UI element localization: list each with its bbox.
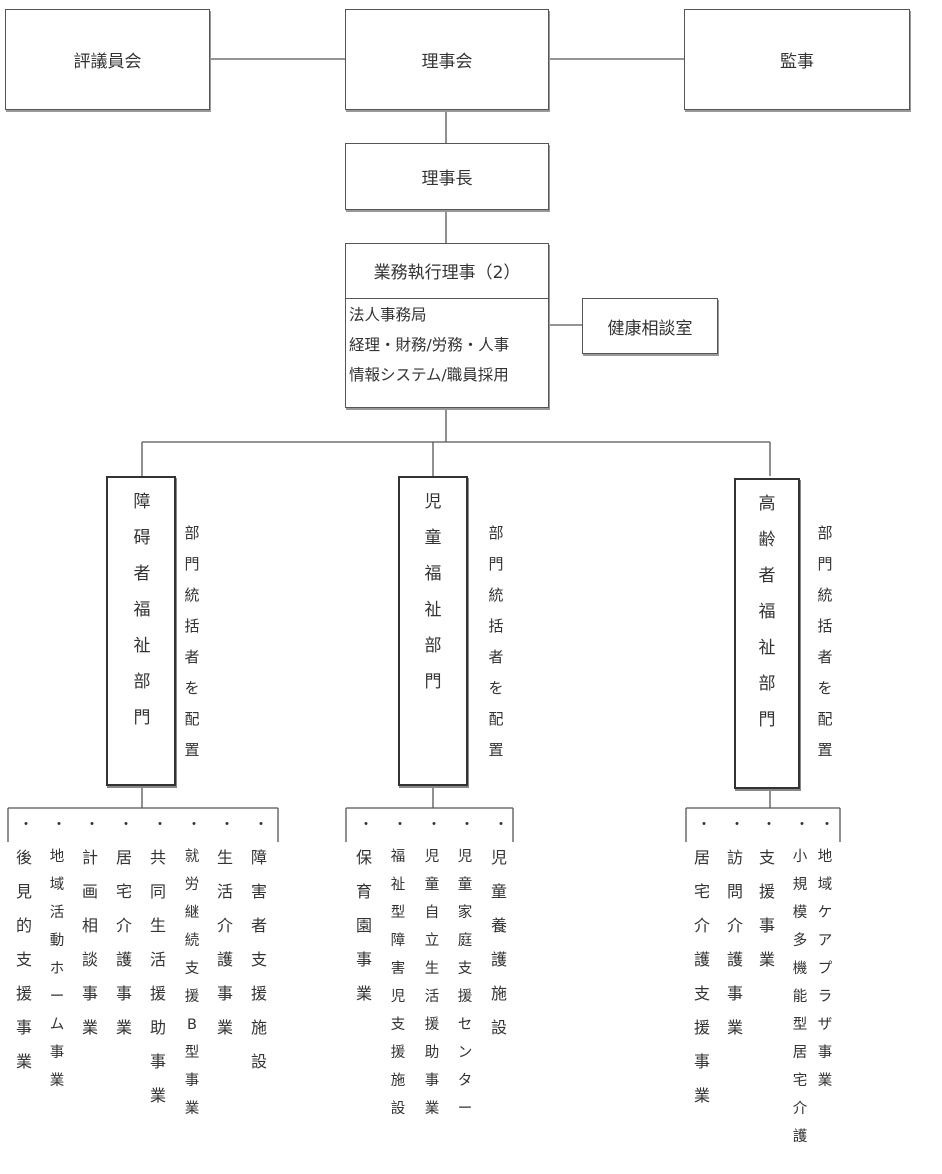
auditor-label: 監事 <box>780 52 814 72</box>
council-label: 評議員会 <box>73 52 142 72</box>
service-bullet: ・ <box>762 817 776 833</box>
service-bullet: ・ <box>460 817 474 833</box>
dept-name: 障碍者福祉部門 <box>133 492 151 728</box>
service-item: 訪問介護事業 <box>726 848 743 1037</box>
dept-note: 部門統括者を配置 <box>817 524 833 759</box>
dept-note: 部門統括者を配置 <box>488 524 504 759</box>
service-bullet: ・ <box>795 817 809 833</box>
service-bullet: ・ <box>187 817 201 833</box>
service-item: 居宅介護事業 <box>115 848 132 1037</box>
service-item: 地域ケアプラザ事業 <box>817 849 833 1089</box>
board-box: 理事会 <box>345 9 549 110</box>
service-item: 居宅介護支援事業 <box>693 848 710 1105</box>
service-bullet: ・ <box>153 817 167 833</box>
service-item: 障害者支援施設 <box>250 848 267 1071</box>
service-item: 小規模多機能型居宅介護 <box>792 849 808 1145</box>
service-item: 福祉型障害児支援施設 <box>390 849 406 1117</box>
executive-line: 情報システム/職員採用 <box>349 366 509 384</box>
dept-name: 児童福祉部門 <box>424 492 442 692</box>
service-item: 児童自立生活援助事業 <box>424 849 440 1117</box>
service-item: 計画相談事業 <box>81 848 98 1037</box>
health-box: 健康相談室 <box>582 298 718 354</box>
service-item: 生活介護事業 <box>216 848 233 1037</box>
chair-box: 理事長 <box>345 143 549 210</box>
chair-label: 理事長 <box>421 169 473 189</box>
service-bullet: ・ <box>19 817 33 833</box>
dept-note: 部門統括者を配置 <box>184 524 200 759</box>
service-item: 児童家庭支援センター <box>457 849 473 1117</box>
service-bullet: ・ <box>254 817 268 833</box>
dept-box-child <box>398 476 468 786</box>
service-item: 後見的支援事業 <box>15 848 32 1071</box>
service-bullet: ・ <box>52 817 66 833</box>
service-item: 児童養護施設 <box>490 848 507 1037</box>
service-item: 支援事業 <box>758 848 775 969</box>
service-bullet: ・ <box>697 817 711 833</box>
auditor-box: 監事 <box>684 9 910 110</box>
service-bullet: ・ <box>393 817 407 833</box>
service-item: 地域活動ホーム事業 <box>49 849 65 1089</box>
service-bullet: ・ <box>820 817 834 833</box>
service-bullet: ・ <box>359 817 373 833</box>
executive-line: 経理・財務/労務・人事 <box>349 336 510 354</box>
dept-box-disability <box>106 476 176 786</box>
service-item: 保育園事業 <box>355 848 372 1003</box>
service-bullet: ・ <box>730 817 744 833</box>
service-bullet: ・ <box>427 817 441 833</box>
executive-box <box>345 243 549 408</box>
council-box: 評議員会 <box>5 9 210 110</box>
service-bullet: ・ <box>494 817 508 833</box>
service-bullet: ・ <box>119 817 133 833</box>
executive-line: 法人事務局 <box>349 306 427 324</box>
service-item: 共同生活援助事業 <box>149 848 166 1105</box>
executive-divider <box>345 298 549 299</box>
executive-details: 法人事務局 経理・財務/労務・人事 情報システム/職員採用 <box>349 300 509 390</box>
service-bullet: ・ <box>85 817 99 833</box>
board-label: 理事会 <box>421 52 473 72</box>
executive-title: 業務執行理事（2） <box>373 263 521 283</box>
health-label: 健康相談室 <box>607 318 693 339</box>
dept-name: 高齢者福祉部門 <box>758 494 776 730</box>
dept-box-elderly <box>734 478 800 789</box>
service-bullet: ・ <box>220 817 234 833</box>
